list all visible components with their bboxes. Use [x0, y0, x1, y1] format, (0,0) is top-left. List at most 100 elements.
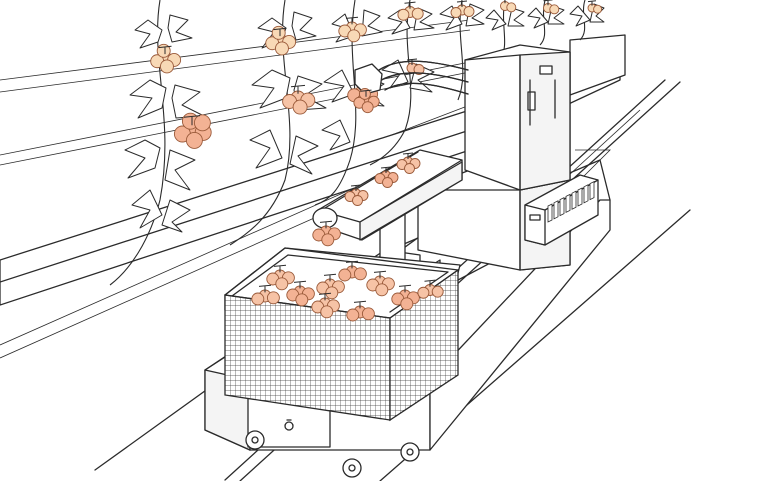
- cluster-stem: [587, 0, 597, 6]
- tomato-cluster: [265, 25, 297, 56]
- cluster-stem: [406, 58, 418, 65]
- cluster-stem: [404, 1, 416, 9]
- tomato: [251, 292, 265, 306]
- tomato: [450, 7, 462, 18]
- cluster-stem: [318, 292, 332, 301]
- cart-lock-icon: [284, 421, 294, 431]
- tomato: [292, 99, 308, 115]
- tomato-cluster: [397, 1, 424, 21]
- tomato-cluster: [338, 260, 367, 282]
- vent-latch: [529, 214, 541, 221]
- plant-stem: [369, 0, 412, 166]
- tomato: [506, 2, 517, 13]
- tomato-cluster: [374, 166, 399, 188]
- conveyor-tomato-clusters: [312, 152, 421, 247]
- tomato: [382, 177, 393, 188]
- tomato: [321, 233, 335, 247]
- tomato: [352, 195, 363, 206]
- tomato: [397, 8, 410, 21]
- plant-stem: [314, 0, 357, 206]
- tomato: [361, 307, 375, 321]
- vent-unit: [524, 174, 599, 246]
- cart-wheels: [245, 430, 420, 478]
- tomato-cluster: [543, 0, 560, 15]
- tomato: [266, 291, 280, 305]
- tomato-cluster: [311, 292, 340, 319]
- plant-foliage: [124, 3, 605, 233]
- tomato: [417, 286, 430, 299]
- tomato: [361, 101, 374, 114]
- tomato: [338, 268, 352, 282]
- plant-tomato-clusters: [150, 0, 603, 149]
- cluster-stem: [360, 89, 372, 97]
- tomato: [185, 131, 203, 149]
- vent-slot: [559, 196, 565, 217]
- cluster-stem: [290, 84, 306, 94]
- upper-cabinet: [464, 44, 571, 191]
- plant-stem: [539, 0, 546, 46]
- crate-tomato-clusters: [251, 260, 444, 322]
- vent-slot: [571, 190, 577, 210]
- cabinet-door-handle: [527, 91, 536, 111]
- tomato-cluster: [500, 0, 517, 13]
- tomato-cluster: [450, 0, 475, 18]
- cluster-stem: [402, 152, 414, 159]
- tomato: [346, 308, 360, 322]
- tomato-cluster: [173, 112, 212, 149]
- tomato-cluster: [312, 220, 341, 247]
- tomato: [411, 7, 424, 20]
- cluster-stem: [323, 273, 337, 282]
- wheel: [245, 430, 265, 450]
- tomato-cluster: [266, 264, 295, 291]
- tomato-cluster: [353, 87, 380, 114]
- tomato: [295, 293, 309, 307]
- gripper-tomato-cluster: [353, 87, 380, 114]
- cabinet-label-plate: [539, 65, 553, 75]
- tomato-cluster: [391, 284, 420, 311]
- tomato: [347, 29, 361, 43]
- tomato: [325, 286, 339, 300]
- wheel: [400, 442, 420, 462]
- conveyor-belt: [312, 149, 463, 241]
- cluster-stem: [345, 16, 359, 25]
- cluster-stem: [504, 0, 506, 4]
- cluster-stem: [273, 27, 287, 37]
- tomato-plants: [109, 0, 605, 286]
- tomato-cluster: [587, 0, 603, 14]
- tomato: [159, 59, 174, 74]
- tomato-cluster: [316, 273, 345, 300]
- cluster-stem: [380, 166, 392, 173]
- tomato-cluster: [338, 16, 367, 43]
- tomato: [413, 64, 425, 75]
- tomato-cluster: [366, 270, 395, 297]
- cluster-stem: [319, 220, 333, 229]
- tomato: [375, 283, 389, 297]
- tomato: [320, 305, 334, 319]
- cluster-stem: [424, 279, 436, 287]
- tomato: [593, 4, 603, 14]
- wheel: [342, 458, 362, 478]
- tomato-cluster: [417, 279, 444, 299]
- cluster-stem: [353, 300, 367, 309]
- tomato: [193, 114, 211, 132]
- vent-slot: [565, 193, 571, 214]
- cluster-stem: [258, 284, 272, 293]
- vent-slot: [577, 187, 583, 207]
- tomato: [463, 6, 475, 17]
- cluster-stem: [373, 270, 387, 279]
- tomato-cluster: [282, 84, 316, 115]
- cluster-stem: [183, 115, 201, 126]
- tomato: [431, 285, 444, 298]
- tomato-cluster: [346, 300, 375, 322]
- tomato-cluster: [344, 184, 369, 206]
- cluster-stem: [158, 45, 172, 55]
- tomato-cluster: [286, 280, 315, 307]
- tomato: [549, 4, 560, 15]
- vent-slot: [583, 184, 589, 204]
- cluster-stem: [398, 284, 412, 293]
- vent-slot: [547, 203, 553, 223]
- cluster-stem: [345, 260, 359, 269]
- cluster-stem: [543, 0, 553, 6]
- vent-slot: [553, 200, 559, 220]
